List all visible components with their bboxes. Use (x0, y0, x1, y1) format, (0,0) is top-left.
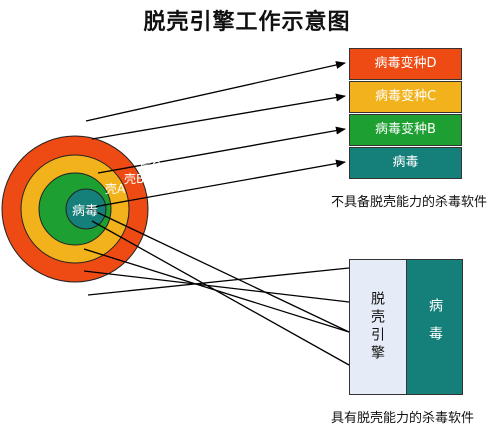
virus-box-label: 病毒 (392, 155, 419, 170)
engine-virus-label: 病毒 (427, 298, 443, 354)
line-shell-b-lower-to-engine (91, 220, 350, 366)
arrow-to-variant-d (85, 61, 346, 122)
variant-c-label: 病毒变种C (374, 89, 437, 104)
virus-core (65, 188, 107, 230)
arrow-to-variant-b (97, 126, 346, 174)
shell-b-label: 壳B (124, 172, 145, 186)
virus-box: 病毒 (349, 147, 462, 179)
diagram-title: 脱壳引擎工作示意图 (143, 10, 351, 35)
unpack-engine-label: 脱壳引擎 (369, 291, 385, 363)
virus-core-label: 病毒 (72, 204, 99, 219)
engine-virus-panel (406, 259, 463, 395)
line-virus-to-engine (87, 207, 350, 333)
no-unpack-caption: 不具备脱壳能力的杀毒软件 (331, 195, 488, 210)
variant-d-box: 病毒变种D (349, 48, 462, 80)
variant-d-label: 病毒变种D (374, 56, 437, 71)
line-shell-b-to-engine (83, 270, 350, 303)
shell-c-label: 壳C (140, 159, 161, 173)
variant-b-label: 病毒变种B (375, 122, 436, 137)
unpack-caption: 具有脱壳能力的杀毒软件 (331, 411, 475, 426)
variant-b-box: 病毒变种B (349, 114, 462, 146)
variant-c-box: 病毒变种C (349, 81, 462, 113)
line-shell-c-to-engine (87, 267, 350, 296)
shell-a-label: 壳A (105, 182, 126, 196)
arrow-to-virus-box (87, 159, 346, 209)
arrow-to-variant-c (91, 93, 346, 140)
